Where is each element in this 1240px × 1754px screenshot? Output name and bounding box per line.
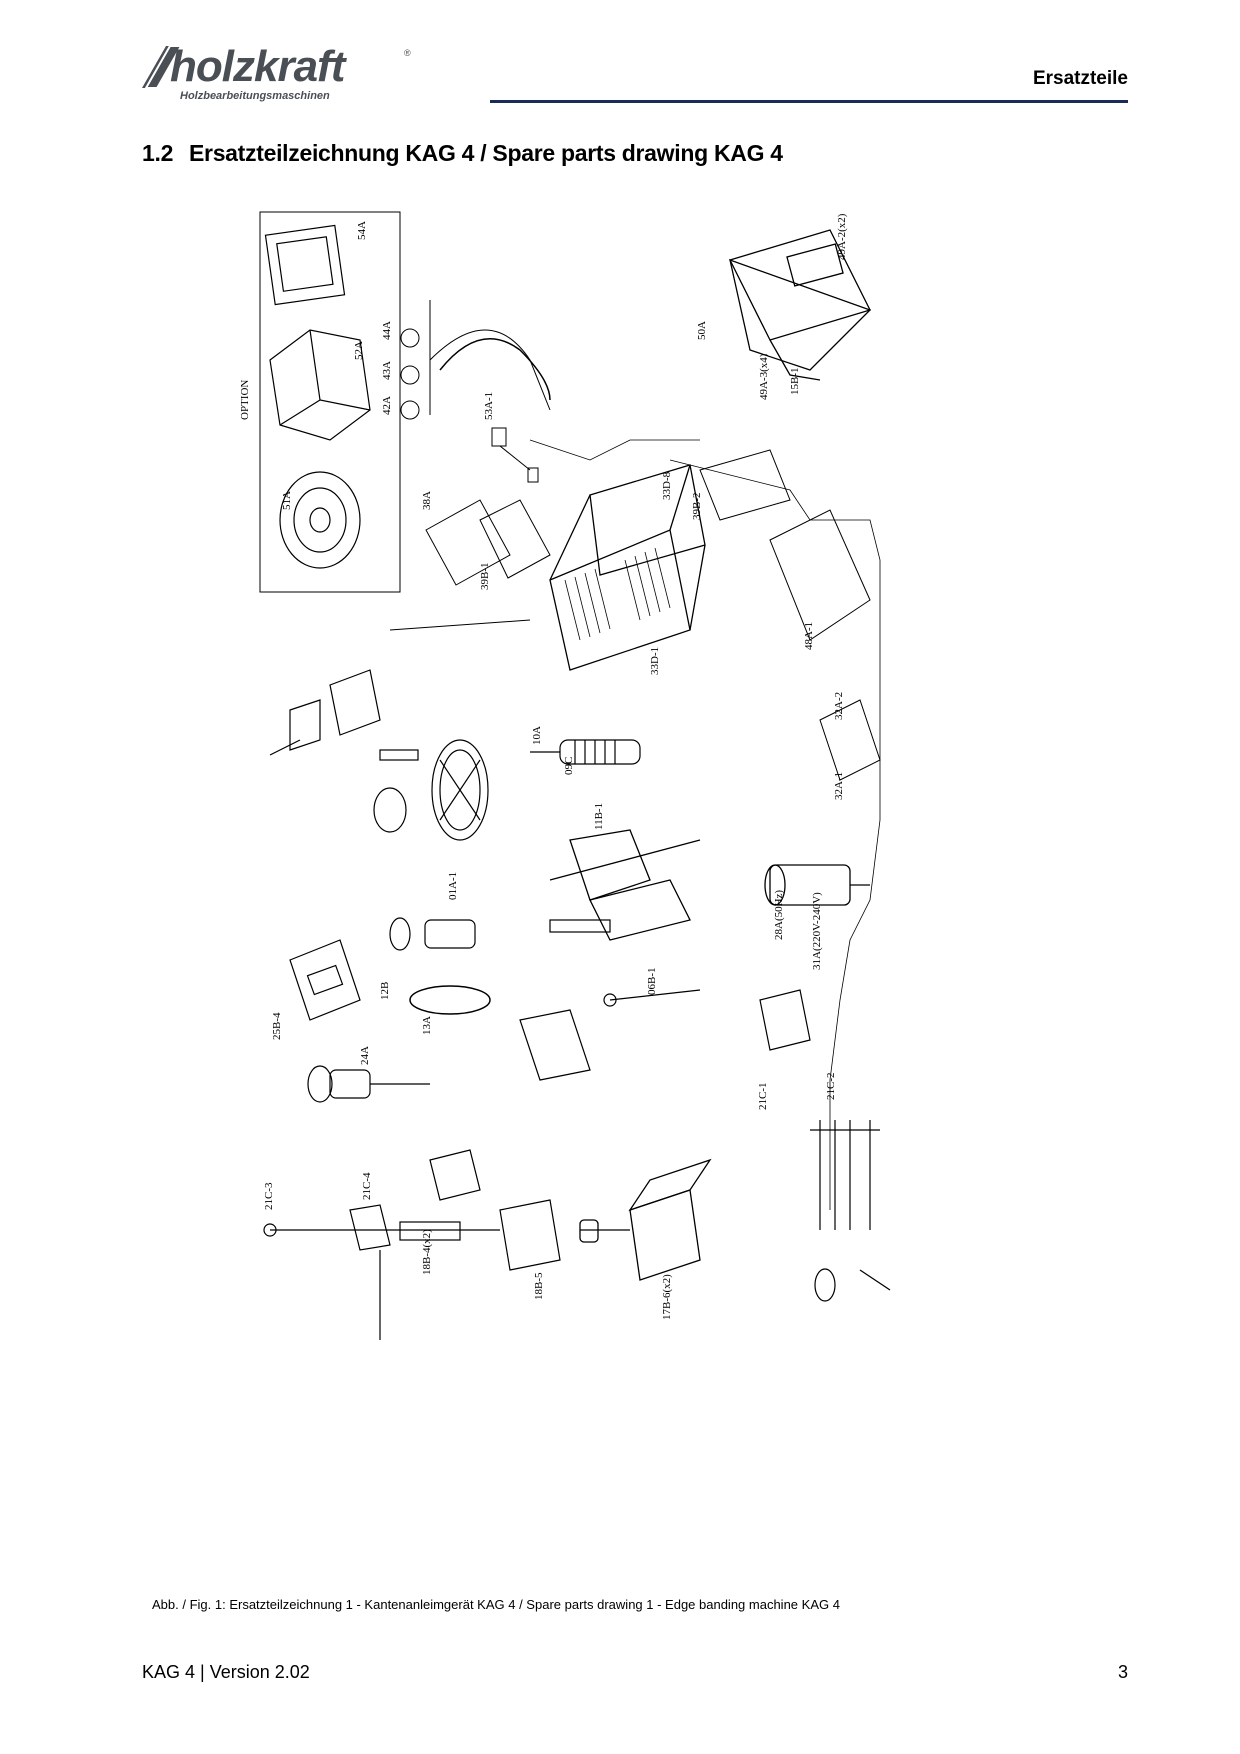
label-44a: 44A bbox=[381, 321, 393, 340]
gearbox-25b bbox=[289, 939, 361, 1021]
cable-harness-27a bbox=[810, 1120, 880, 1230]
power-cable bbox=[439, 338, 551, 401]
rod-40a bbox=[389, 619, 531, 631]
label-53a-1: 53A-1 bbox=[483, 392, 495, 420]
label-28a: 28A(50Hz) bbox=[773, 890, 785, 940]
reel-14b bbox=[373, 739, 489, 841]
guide-assembly bbox=[519, 919, 701, 1081]
label-51a: 51A bbox=[281, 491, 293, 510]
label-19b: 21C-4 bbox=[361, 1172, 373, 1200]
label-39b-1: 39B-1 bbox=[479, 563, 491, 591]
switch-assembly bbox=[491, 427, 539, 483]
label-10a: 10A bbox=[531, 726, 543, 745]
label-39b-2: 39B-2 bbox=[691, 493, 703, 521]
plug-group bbox=[400, 300, 551, 420]
bracket-18b bbox=[429, 1149, 561, 1271]
page-heading: 1.2 Ersatzteilzeichnung KAG 4 / Spare par… bbox=[142, 140, 783, 167]
label-12b: 12B bbox=[379, 982, 391, 1000]
option-part-52a bbox=[269, 329, 371, 441]
part-46c bbox=[814, 1268, 891, 1302]
cover-41a bbox=[769, 509, 871, 641]
control-box bbox=[549, 464, 706, 671]
label-43a: 43A bbox=[381, 361, 393, 380]
part-23b bbox=[759, 989, 811, 1051]
option-box bbox=[259, 211, 401, 593]
label-54a: 54A bbox=[356, 221, 368, 240]
figure-caption: Abb. / Fig. 1: Ersatzteilzeichnung 1 - K… bbox=[152, 1597, 840, 1612]
label-38a: 38A bbox=[421, 491, 433, 510]
label-32a-1: 32A-1 bbox=[833, 772, 845, 800]
label-41a: 48A-1 bbox=[803, 622, 815, 650]
label-22c: 18B-4(x2) bbox=[421, 1229, 433, 1275]
part-labels: 54A 52A 51A 42A 43A 44A 53A-1 33D-8 33D-… bbox=[263, 213, 848, 1320]
label-49a-2: 49A-3(x4) bbox=[758, 353, 770, 400]
label-09c: 09C bbox=[563, 757, 575, 775]
enclosure-49a bbox=[729, 229, 872, 381]
label-33d-1: 33D-1 bbox=[649, 647, 661, 675]
page-number: 3 bbox=[1117, 1662, 1128, 1682]
registered-mark: ® bbox=[404, 48, 411, 58]
label-27a: 21C-2 bbox=[825, 1073, 837, 1101]
brand-subtitle: Holzbearbeitungsmaschinen bbox=[180, 90, 330, 102]
label-49a-1: 49A-2(x2) bbox=[836, 213, 848, 260]
belt-13a bbox=[409, 985, 491, 1015]
heater-09c bbox=[530, 739, 641, 765]
heading-title: Ersatzteilzeichnung KAG 4 / Spare parts … bbox=[189, 140, 783, 166]
header-divider bbox=[490, 100, 1128, 103]
shaft-assembly bbox=[263, 1204, 500, 1340]
label-24a: 21C-1 bbox=[757, 1083, 769, 1111]
section-title: Ersatzteile bbox=[1032, 68, 1128, 89]
box-32a bbox=[819, 699, 881, 781]
motor-28a bbox=[764, 864, 870, 906]
housing-17b bbox=[579, 1158, 712, 1281]
label-32a-2: 32A-2 bbox=[833, 692, 845, 720]
wiring-route-2 bbox=[529, 439, 700, 461]
circuit-boards bbox=[425, 449, 791, 586]
heading-number: 1.2 bbox=[142, 140, 174, 166]
option-part-54a bbox=[264, 224, 346, 306]
label-06b-1: 06B-1 bbox=[646, 968, 658, 996]
label-31a: 31A(220V-240V) bbox=[811, 892, 823, 970]
brand-wordmark: holzkraft bbox=[170, 42, 345, 91]
motor-02a bbox=[307, 1065, 430, 1103]
label-20a: 21C-3 bbox=[263, 1182, 275, 1210]
label-18b-1: 18B-5 bbox=[533, 1272, 545, 1300]
footer-version: KAG 4 | Version 2.02 bbox=[142, 1662, 310, 1682]
label-17b-1: 17B-6(x2) bbox=[661, 1274, 673, 1320]
spare-parts-drawing: OPTION bbox=[239, 211, 891, 1340]
motor-01a bbox=[389, 917, 476, 951]
option-label: OPTION bbox=[239, 380, 251, 420]
brand-logo: holzkraft ® Holzbearbeitungsmaschinen bbox=[140, 44, 420, 106]
label-49a-3: 50A bbox=[696, 321, 708, 340]
option-part-51a bbox=[279, 471, 361, 569]
label-25b-4: 25B-4 bbox=[271, 1012, 283, 1040]
label-50a: 15B-1 bbox=[789, 368, 801, 396]
label-52a: 52A bbox=[353, 341, 365, 360]
label-11b-1: 11B-1 bbox=[593, 803, 605, 830]
label-02a-1: 24A bbox=[359, 1046, 371, 1065]
label-33d-8: 33D-8 bbox=[661, 471, 673, 500]
label-13a: 13A bbox=[421, 1016, 433, 1035]
wiring-route bbox=[669, 459, 881, 1210]
main-frame bbox=[549, 829, 701, 941]
logo-mark-icon bbox=[142, 45, 186, 89]
bracket-15b bbox=[269, 669, 381, 756]
label-01a-1: 01A-1 bbox=[447, 872, 459, 900]
label-42a: 42A bbox=[381, 396, 393, 415]
